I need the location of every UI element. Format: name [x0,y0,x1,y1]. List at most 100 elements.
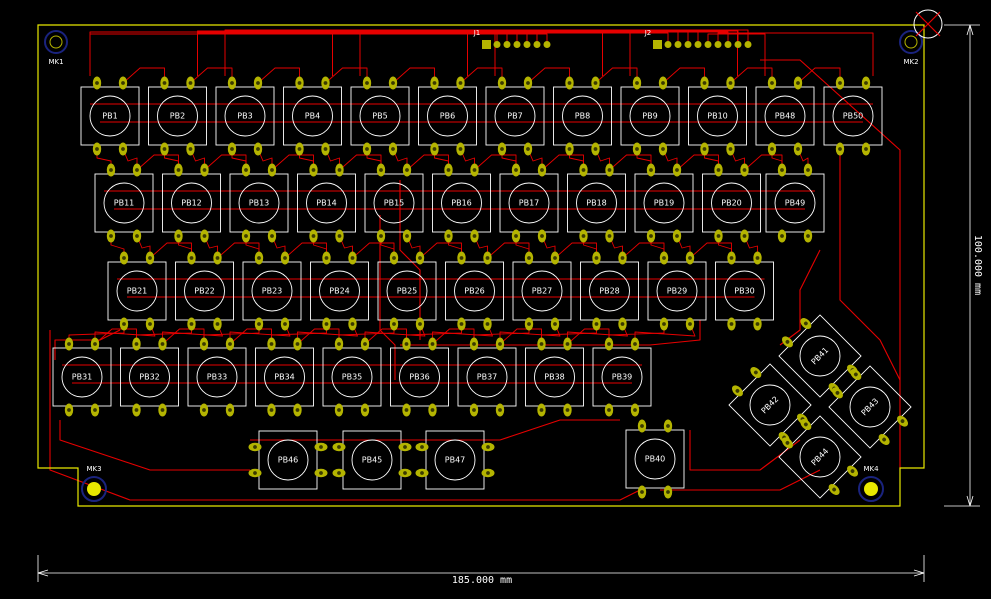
switch-pb9: PB9 [620,76,680,156]
switch-label: PB18 [586,199,607,208]
trace [744,154,783,171]
trace [162,328,205,345]
mount-hole-mk3: MK3 [81,465,107,502]
switch-label: PB22 [194,287,215,296]
switch-pb41: PB41 [778,314,862,398]
trace [217,242,260,259]
switch-pb2: PB2 [148,76,207,156]
switch-label: PB47 [445,456,466,465]
switch-label: PB35 [342,373,363,382]
switch-pb32: PB32 [120,337,179,417]
switch-label: PB14 [316,199,337,208]
switch-label: PB37 [477,373,498,382]
switch-pb24: PB24 [310,251,369,331]
trace [49,330,641,501]
switch-pb50: PB50 [823,76,883,156]
switch-pb45: PB45 [332,430,412,490]
switch-label: PB2 [170,112,185,121]
trace [707,33,766,76]
width-dimension: 185.000 mm [37,555,925,586]
connector-j1: J1 [473,29,551,49]
trace [467,33,548,76]
switch-label: PB11 [114,199,135,208]
trace [122,67,165,84]
switch-label: PB40 [645,455,666,464]
switch-label: PB33 [207,373,228,382]
trace [779,249,821,346]
switch-label: PB38 [544,373,565,382]
switch-pb37: PB37 [457,337,517,417]
switch-pb1: PB1 [80,76,140,156]
switch-label: PB15 [384,199,405,208]
switch-label: PB26 [464,287,485,296]
trace [89,33,498,76]
switch-label: PB3 [237,112,252,121]
switch-pb16: PB16 [432,163,491,243]
trace [339,154,382,171]
switch-pb17: PB17 [499,163,559,243]
trace [839,150,901,381]
switch-label: PB25 [397,287,418,296]
switch-pb31: PB31 [52,337,112,417]
trace [297,328,340,345]
switch-label: PB42 [760,395,781,416]
switch-pb25: PB25 [377,251,437,331]
trace [94,328,137,345]
j1-label: J1 [473,29,481,37]
connector-j2: J2 [644,29,752,49]
switch-pb10: PB10 [688,76,747,156]
switch-pb42: PB42 [728,363,812,447]
trace [325,67,368,84]
switch-label: PB8 [575,112,590,121]
trace [406,154,449,171]
switch-label: PB31 [72,373,93,382]
switch-pb8: PB8 [553,76,612,156]
switch-label: PB5 [372,112,387,121]
trace [352,242,395,259]
mount-hole-mk1: MK1 [44,30,68,66]
switch-pb21: PB21 [107,251,167,331]
trace [89,31,729,76]
trace [54,329,121,360]
switch-pb14: PB14 [297,163,356,243]
switch-pb27: PB27 [512,251,572,331]
trace [602,31,679,76]
switch-label: PB46 [278,456,299,465]
switch-label: PB29 [667,287,688,296]
switch-label: PB17 [519,199,540,208]
trace [257,67,300,84]
switch-pb15: PB15 [364,163,424,243]
height-dimension: 100.000 mm [944,24,983,507]
trace [400,320,701,346]
switch-pb7: PB7 [485,76,545,156]
trace [541,154,584,171]
switch-label: PB39 [612,373,633,382]
width-dimension-label: 185.000 mm [452,575,512,586]
board-outline [37,24,925,507]
switch-pb13: PB13 [229,163,289,243]
mk3-label: MK3 [86,465,101,473]
switch-label: PB24 [329,287,350,296]
mk1-label: MK1 [48,58,63,66]
switch-label: PB27 [532,287,553,296]
switch-pb30: PB30 [715,251,774,331]
switch-label: PB28 [599,287,620,296]
switch-pb39: PB39 [592,337,652,417]
switch-pb6: PB6 [418,76,477,156]
trace [499,328,542,345]
switch-label: PB21 [127,287,148,296]
trace [224,29,749,76]
switch-pb5: PB5 [350,76,410,156]
mk4-label: MK4 [863,465,879,473]
switch-pb29: PB29 [647,251,707,331]
trace [432,328,475,345]
trace [494,32,669,76]
trace [689,242,732,259]
mount-hole-mk4: MK4 [858,465,884,502]
switch-label: PB30 [734,287,755,296]
switch-pb47: PB47 [415,430,495,490]
switch-pb12: PB12 [162,163,221,243]
trace [359,29,538,76]
